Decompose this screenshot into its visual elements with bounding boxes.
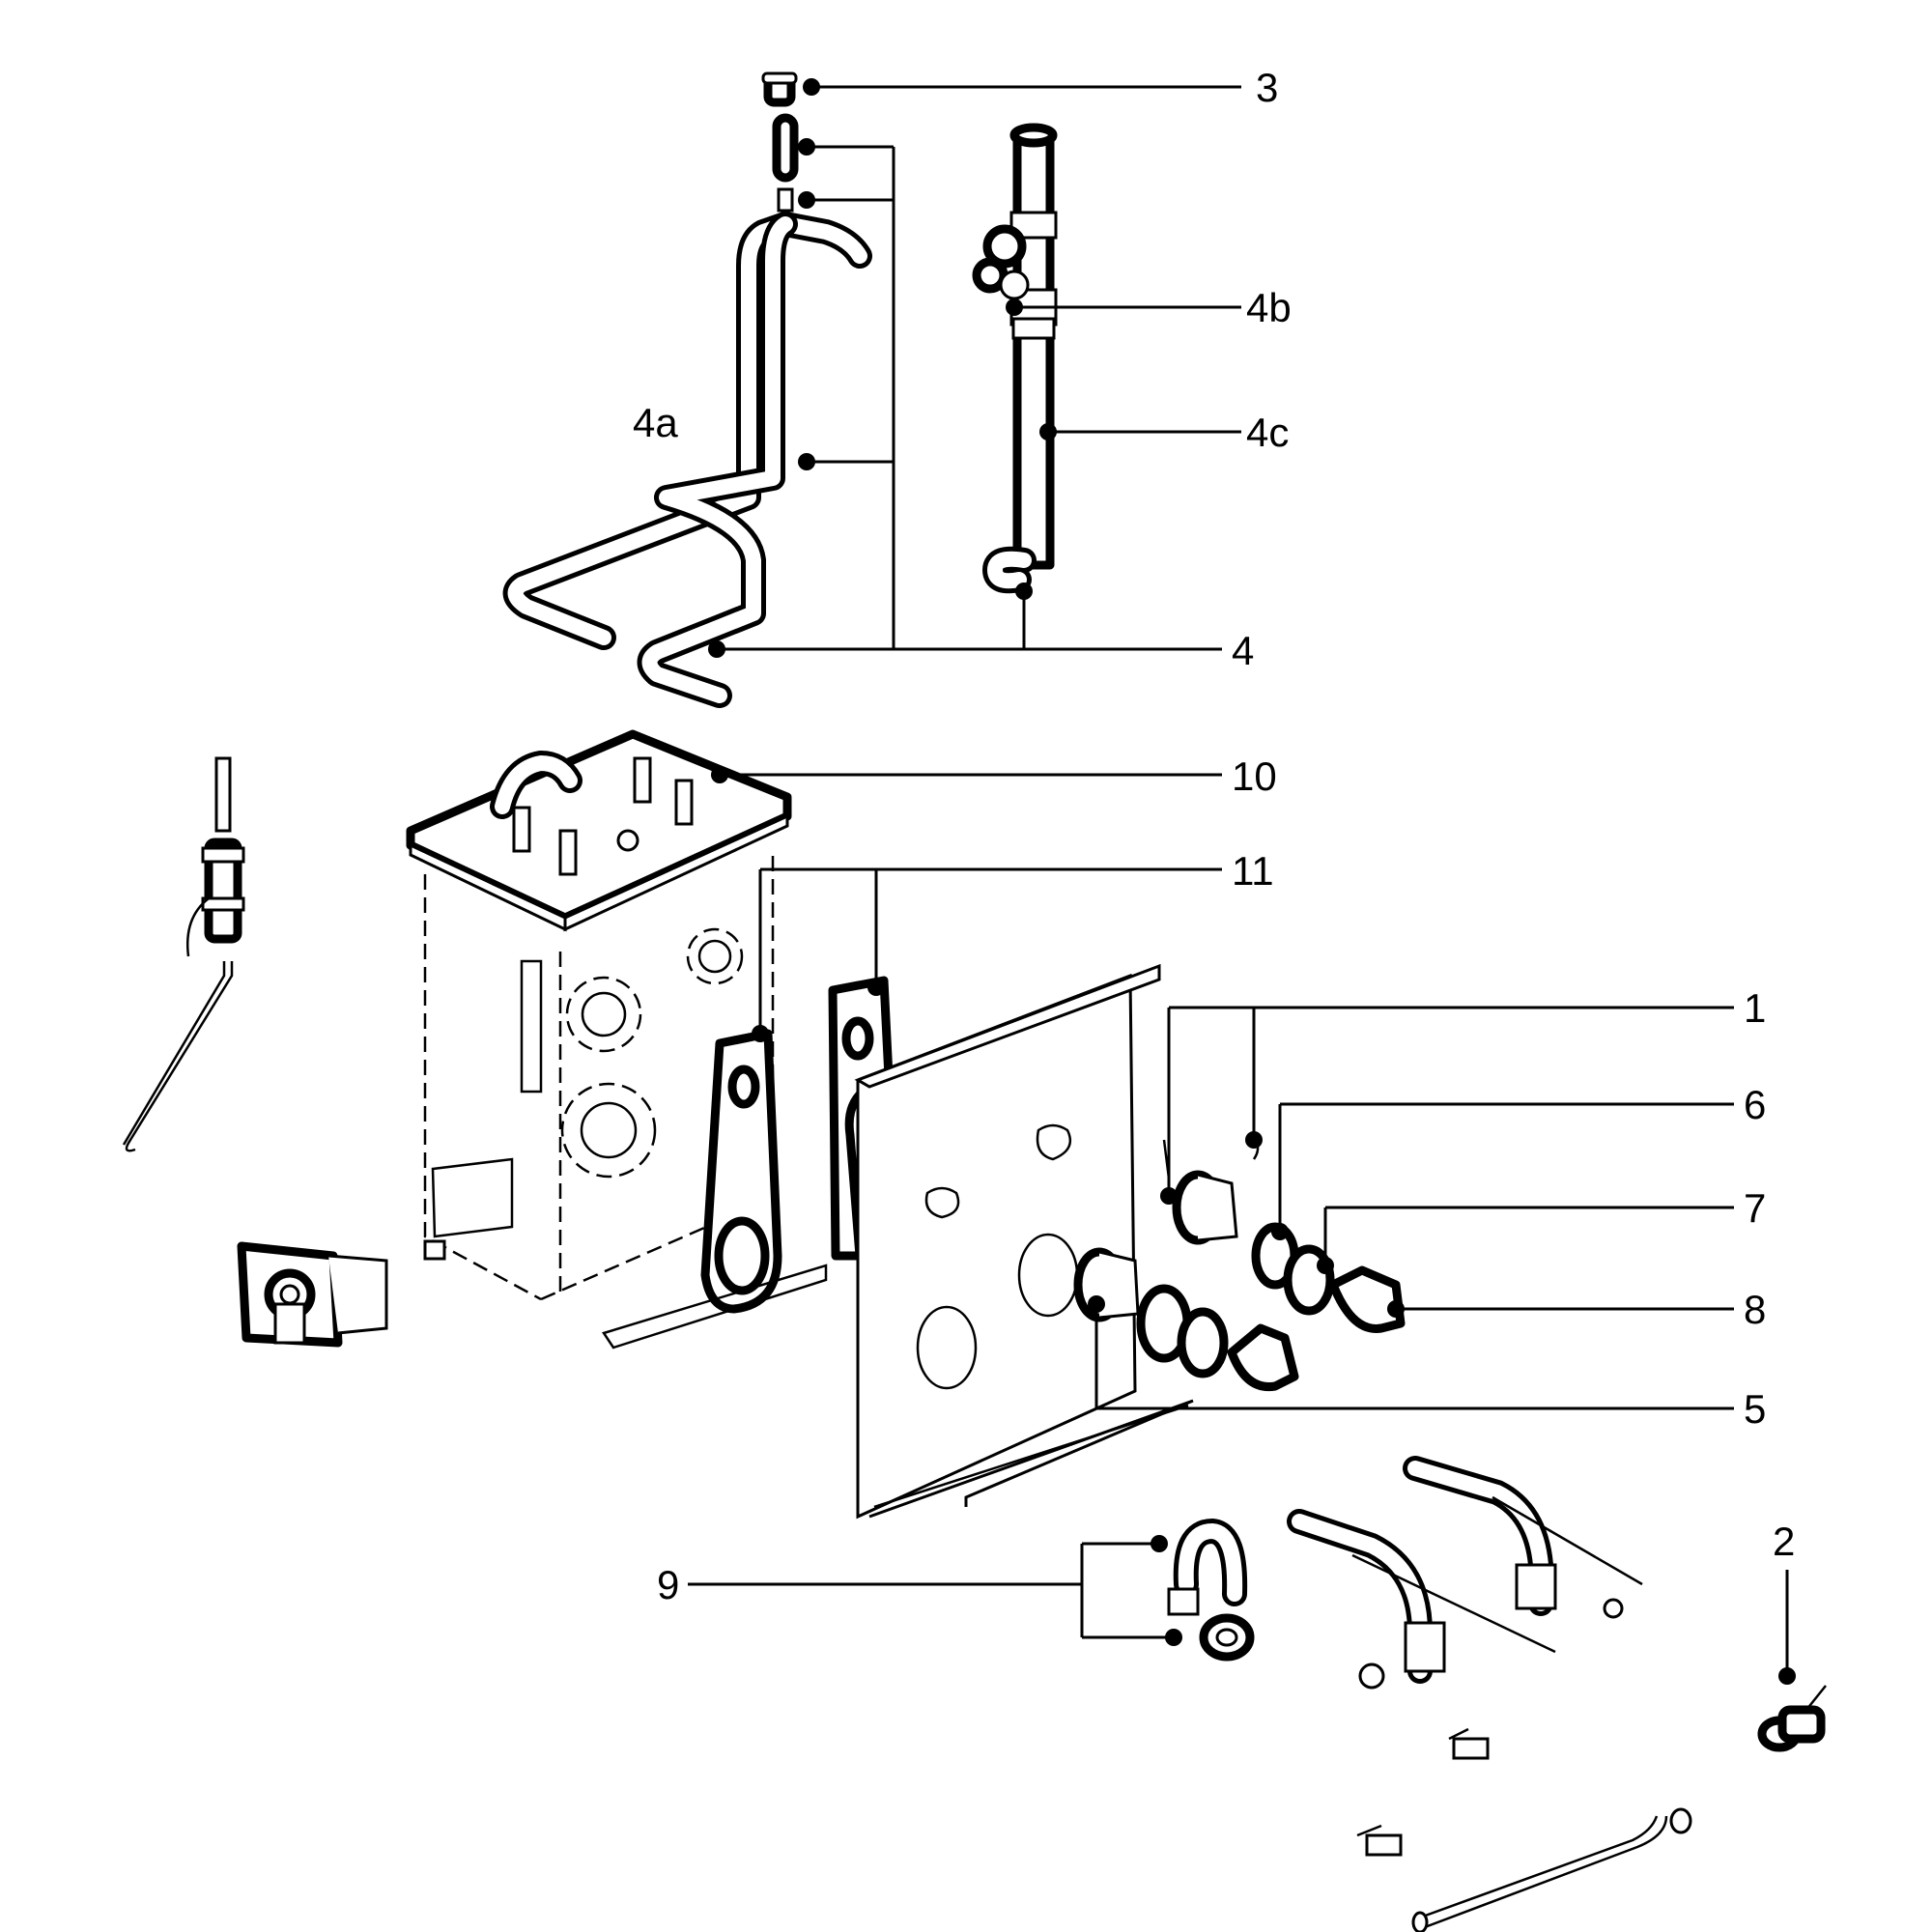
- part-10-tank[interactable]: [406, 729, 792, 1301]
- label-4b: 4b: [1246, 285, 1292, 330]
- frame-panel[interactable]: [854, 963, 1194, 1520]
- heating-element-assembly[interactable]: [122, 756, 245, 1152]
- part-3-fitting[interactable]: [761, 71, 798, 107]
- label-8: 8: [1744, 1287, 1766, 1332]
- label-10: 10: [1232, 753, 1277, 799]
- part-11-gaskets[interactable]: [602, 976, 894, 1350]
- lower-right-pipe-assembly[interactable]: [1287, 1456, 1643, 1690]
- label-11: 11: [1232, 848, 1274, 894]
- label-3: 3: [1256, 65, 1278, 110]
- label-6: 6: [1744, 1082, 1766, 1127]
- part-9-hook-and-cap[interactable]: [1167, 1519, 1255, 1662]
- callout-labels: 3 4b 4c 4a 4 10 11 1 6 7 8 5 9 2: [633, 65, 1795, 1607]
- leader-lines: [688, 78, 1796, 1685]
- bottom-service-pipe[interactable]: [1356, 1727, 1692, 1932]
- label-4c: 4c: [1246, 410, 1289, 455]
- label-9: 9: [657, 1562, 679, 1607]
- label-7: 7: [1744, 1185, 1766, 1231]
- part-4b-4c-vertical-pipe[interactable]: [972, 123, 1058, 594]
- label-5: 5: [1744, 1386, 1766, 1432]
- part-4a-manifold-pipe[interactable]: [502, 113, 872, 708]
- label-2: 2: [1773, 1519, 1795, 1564]
- label-4a: 4a: [633, 400, 678, 445]
- label-1: 1: [1744, 985, 1766, 1031]
- part-2-ball-valve[interactable]: [1757, 1685, 1827, 1752]
- label-4: 4: [1232, 628, 1254, 673]
- burner-flange[interactable]: [237, 1241, 388, 1348]
